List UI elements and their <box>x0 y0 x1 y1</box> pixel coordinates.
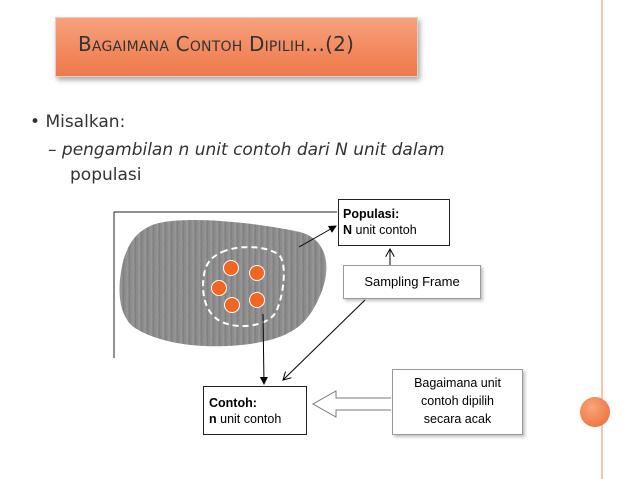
block-arrow-to-contoh <box>311 390 391 418</box>
populasi-label: Populasi: <box>343 207 400 221</box>
sampling-frame-box: Sampling Frame <box>343 265 481 299</box>
title-banner: Bagaimana Contoh Dipilih…(2) <box>55 17 418 77</box>
sub-bullet-line-2: populasi <box>70 165 142 185</box>
populasi-rest: unit contoh <box>352 223 417 237</box>
sub-text-b: unit contoh dari N unit dalam <box>189 140 445 160</box>
sample-dot <box>211 280 227 296</box>
arrow-to-contoh <box>259 313 268 385</box>
contoh-rest: unit contoh <box>216 412 282 426</box>
contoh-label: Contoh: <box>209 396 257 410</box>
decorative-rule <box>601 0 603 479</box>
sample-dot <box>249 292 265 308</box>
bullet-item: • Misalkan: <box>30 112 125 132</box>
sample-dot <box>224 297 240 313</box>
sub-bullet-line-1: – pengambilan n unit contoh dari N unit … <box>48 140 445 160</box>
bagaimana-line: contoh dipilih <box>421 394 494 408</box>
populasi-n: N <box>343 223 353 237</box>
slide-title: Bagaimana Contoh Dipilih…(2) <box>78 32 355 56</box>
contoh-n: n <box>209 412 217 426</box>
contoh-desc: n unit contoh <box>209 411 301 427</box>
bagaimana-box: Bagaimana unit contoh dipilih secara aca… <box>392 369 523 435</box>
arrow-sampling-to-contoh <box>283 299 366 380</box>
sampling-frame-label: Sampling Frame <box>364 274 460 289</box>
arrow-to-populasi <box>298 225 337 248</box>
contoh-box: Contoh: n unit contoh <box>203 386 307 435</box>
bagaimana-line: Bagaimana unit <box>414 376 501 390</box>
sub-text-a: pengambilan <box>61 140 179 160</box>
dash-marker: – <box>48 140 57 160</box>
sub-text-n: n <box>178 140 190 160</box>
populasi-desc: N unit contoh <box>343 222 445 238</box>
sample-dot <box>223 260 239 276</box>
bagaimana-line: secara acak <box>423 412 492 426</box>
populasi-box: Populasi: N unit contoh <box>338 199 450 246</box>
decorative-circle-icon <box>580 397 610 427</box>
sample-dot <box>249 265 265 281</box>
bullet-dot-icon: • <box>30 112 41 132</box>
bullet-text: Misalkan: <box>45 112 126 132</box>
